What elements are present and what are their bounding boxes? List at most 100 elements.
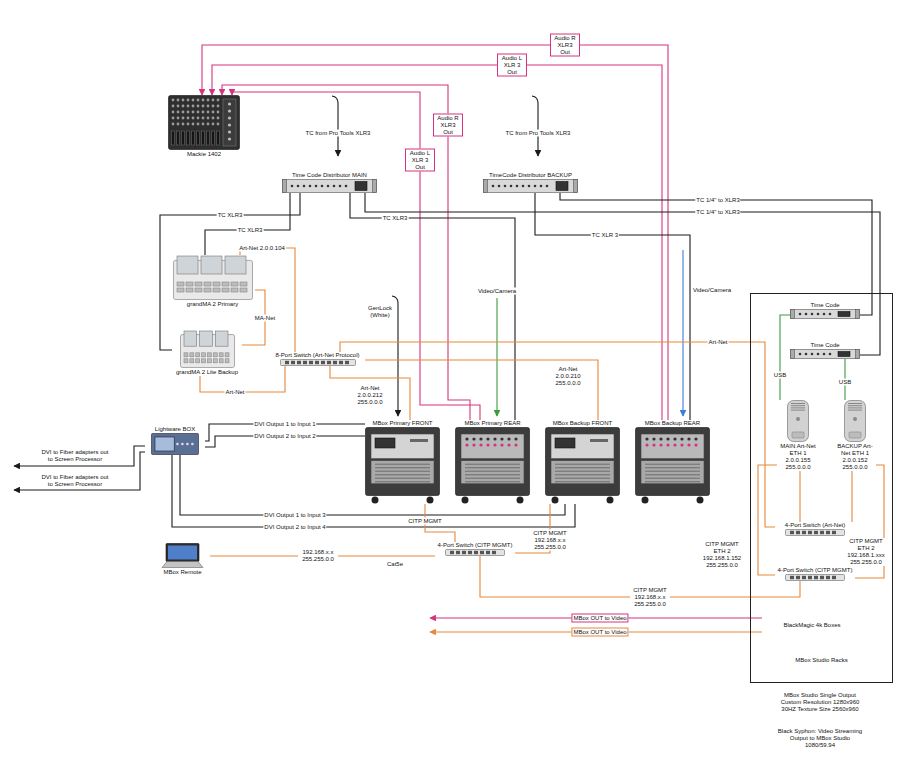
icon-part xyxy=(168,546,197,560)
device-box: MBox Remote xyxy=(155,543,210,576)
icon-part xyxy=(551,434,614,459)
icon-part xyxy=(514,443,517,446)
device-box: Time Code xyxy=(790,302,860,319)
icon-part xyxy=(172,105,175,108)
icon-part xyxy=(849,432,861,438)
icon-part xyxy=(788,401,809,442)
icon-part xyxy=(645,467,700,468)
icon-part xyxy=(645,474,700,475)
cable-label: TC 1/4" to XLR3 xyxy=(695,197,740,204)
icon-part xyxy=(853,417,857,421)
icon-part xyxy=(177,282,184,286)
icon-part xyxy=(187,123,190,126)
connector-layer xyxy=(160,45,884,597)
icon-part xyxy=(375,481,430,482)
rear-icon xyxy=(455,427,530,504)
icon-part xyxy=(832,531,836,534)
device-label: Lightware BOX xyxy=(145,426,205,433)
icon-part xyxy=(189,359,193,363)
timecode-input-arrow xyxy=(532,96,538,156)
icon-part xyxy=(204,282,211,286)
icon-part xyxy=(680,443,683,446)
icon-part xyxy=(555,474,610,475)
icon-part xyxy=(184,353,188,357)
icon-part xyxy=(823,353,826,356)
icon-part xyxy=(339,185,342,188)
icon-part xyxy=(465,471,520,472)
icon-part xyxy=(522,185,525,188)
icon-part xyxy=(187,105,190,108)
note-label: DVI to Fiber adapters out to Screen Proc… xyxy=(38,449,112,463)
device-label: TimeCode Distributor BACKUP xyxy=(483,172,578,179)
icon-part xyxy=(172,99,175,102)
icon-part xyxy=(814,576,818,579)
icon-part xyxy=(231,282,238,286)
icon-part xyxy=(498,185,501,188)
icon-part xyxy=(465,467,520,468)
cable-label: TC XLR 3 xyxy=(591,232,619,239)
icon-part xyxy=(166,544,199,562)
icon-part xyxy=(805,313,808,316)
icon-part xyxy=(207,111,210,114)
icon-part xyxy=(225,256,246,274)
icon-part xyxy=(177,105,180,108)
icon-part xyxy=(848,403,862,404)
icon-part xyxy=(462,497,469,504)
device-box: MBox Backup FRONT xyxy=(545,420,620,504)
icon-part xyxy=(213,353,217,357)
icon-part xyxy=(195,359,199,363)
dist-icon xyxy=(483,179,578,193)
switch-icon xyxy=(785,529,845,536)
icon-part xyxy=(321,361,325,364)
cable-connector xyxy=(350,193,515,420)
device-box: MAIN Art-Net ETH 1 2.0.0.155 255.0.0.0 xyxy=(777,400,819,471)
icon-part xyxy=(673,443,676,446)
device-box: Mackie 1402 xyxy=(168,95,240,158)
icon-part xyxy=(484,180,488,193)
icon-part xyxy=(192,123,195,126)
icon-part xyxy=(228,109,231,112)
icon-part xyxy=(823,313,826,316)
icon-part xyxy=(177,256,198,274)
note-label: TC from Pro Tools XLR3 xyxy=(505,130,572,137)
icon-part xyxy=(555,464,610,465)
icon-part xyxy=(666,437,669,440)
cable-label: Art-Net xyxy=(707,339,728,346)
icon-part xyxy=(493,437,496,440)
icon-part xyxy=(315,361,319,364)
icon-part xyxy=(791,350,860,359)
icon-part xyxy=(212,123,215,126)
device-label: 4-Port Switch (Art-Net) xyxy=(775,522,855,529)
cable-connector xyxy=(799,471,800,522)
region-label: MBox Studio Racks xyxy=(751,657,892,664)
icon-part xyxy=(791,403,805,404)
icon-part xyxy=(207,117,210,120)
icon-part xyxy=(462,551,466,554)
icon-part xyxy=(345,185,348,188)
note-label: TC from Pro Tools XLR3 xyxy=(305,130,372,137)
icon-part xyxy=(817,313,820,316)
cable-label: DVI Output 2 to Input 4 xyxy=(263,524,326,531)
icon-part xyxy=(187,99,190,102)
icon-part xyxy=(375,471,430,472)
icon-part xyxy=(799,313,802,316)
icon-part xyxy=(687,443,690,446)
icon-part xyxy=(500,443,503,446)
icon-part xyxy=(427,497,434,504)
icon-part xyxy=(283,180,287,193)
icon-part xyxy=(856,310,860,319)
icon-part xyxy=(534,185,537,188)
icon-part xyxy=(556,182,568,191)
icon-part xyxy=(202,123,205,126)
icon-part xyxy=(791,310,795,319)
icon-part xyxy=(500,437,503,440)
icon-part xyxy=(461,461,524,484)
icon-part xyxy=(465,443,468,446)
icon-part xyxy=(791,405,805,406)
icon-part xyxy=(207,359,211,363)
cable-label: Art-Net xyxy=(224,389,245,396)
icon-part xyxy=(791,350,795,359)
icon-part xyxy=(309,185,312,188)
icon-part xyxy=(187,117,190,120)
icon-part xyxy=(786,575,845,581)
